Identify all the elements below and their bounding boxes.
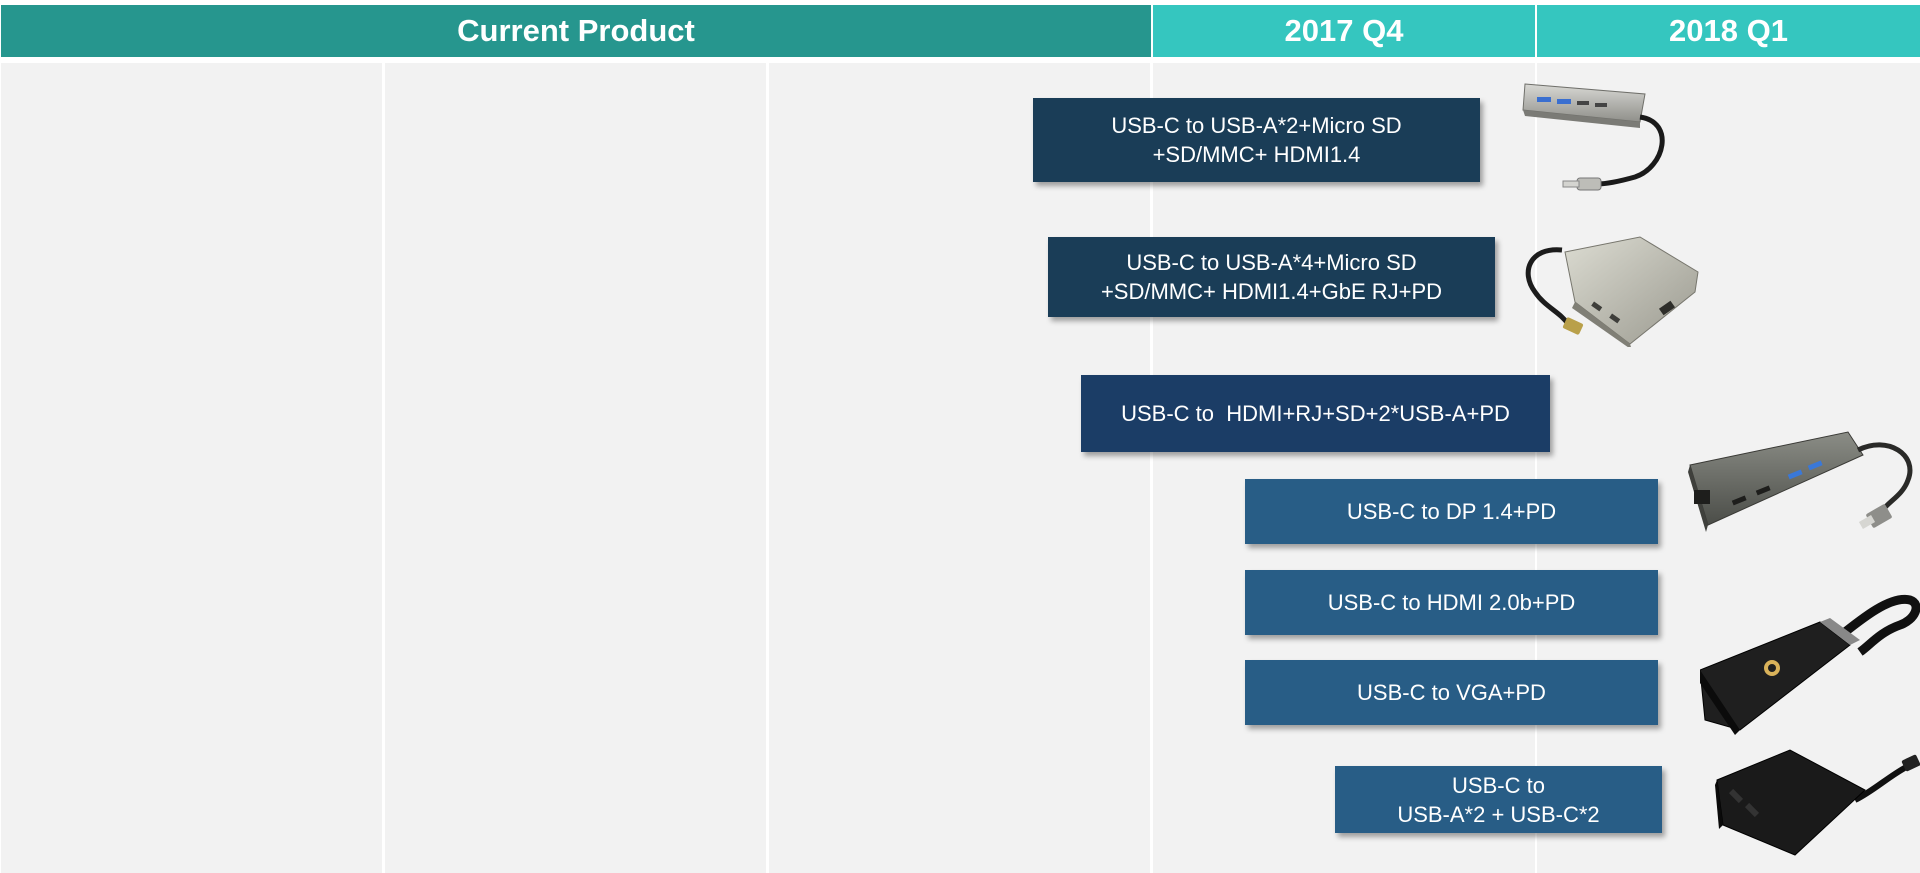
product-box-6: USB-C to VGA+PD [1245,660,1658,725]
product-label-line2: +SD/MMC+ HDMI1.4 [1152,142,1361,167]
usb-c-multiport-black-image [1715,749,1920,856]
usb-c-hub-large-image [1525,236,1699,347]
product-box-1: USB-C to USB-A*2+Micro SD +SD/MMC+ HDMI1… [1033,98,1480,182]
timeline-column-1 [1,63,382,873]
product-box-7: USB-C to USB-A*2 + USB-C*2 [1335,766,1662,833]
product-box-5: USB-C to HDMI 2.0b+PD [1245,570,1658,635]
usb-c-adapter-black-image [1700,594,1920,735]
product-label-line1: USB-C to [1452,772,1545,798]
header-2017-q4: 2017 Q4 [1153,5,1535,57]
header-current-product: Current Product [1,5,1151,57]
product-label-line1: USB-C to USB-A*2+Micro SD [1111,113,1402,138]
product-label-line1: USB-C to HDMI+RJ+SD+2*USB-A+PD [1121,401,1510,426]
product-label-line1: USB-C to DP 1.4+PD [1346,499,1557,524]
product-label-line2: +SD/MMC+ HDMI1.4+GbE RJ+PD [1100,279,1443,304]
product-label-line1: USB-C to VGA+PD [1357,680,1546,705]
product-label-line1: USB-C to HDMI 2.0b+PD [1327,590,1576,615]
usb-c-dock-ethernet-image [1688,431,1913,532]
timeline-column-2017-q4 [1153,63,1535,873]
product-box-2: USB-C to USB-A*4+Micro SD +SD/MMC+ HDMI1… [1048,237,1495,317]
timeline-column-3 [769,63,1150,873]
product-label-line2: USB-A*2 + USB-C*2 [1397,801,1600,827]
product-label-line1: USB-C to USB-A*4+Micro SD [1126,250,1417,275]
usb-c-hub-small-image [1522,83,1665,191]
product-box-3: USB-C to HDMI+RJ+SD+2*USB-A+PD [1081,375,1550,452]
timeline-column-2 [385,63,766,873]
product-box-4: USB-C to DP 1.4+PD [1245,479,1658,544]
header-2018-q1: 2018 Q1 [1537,5,1920,57]
